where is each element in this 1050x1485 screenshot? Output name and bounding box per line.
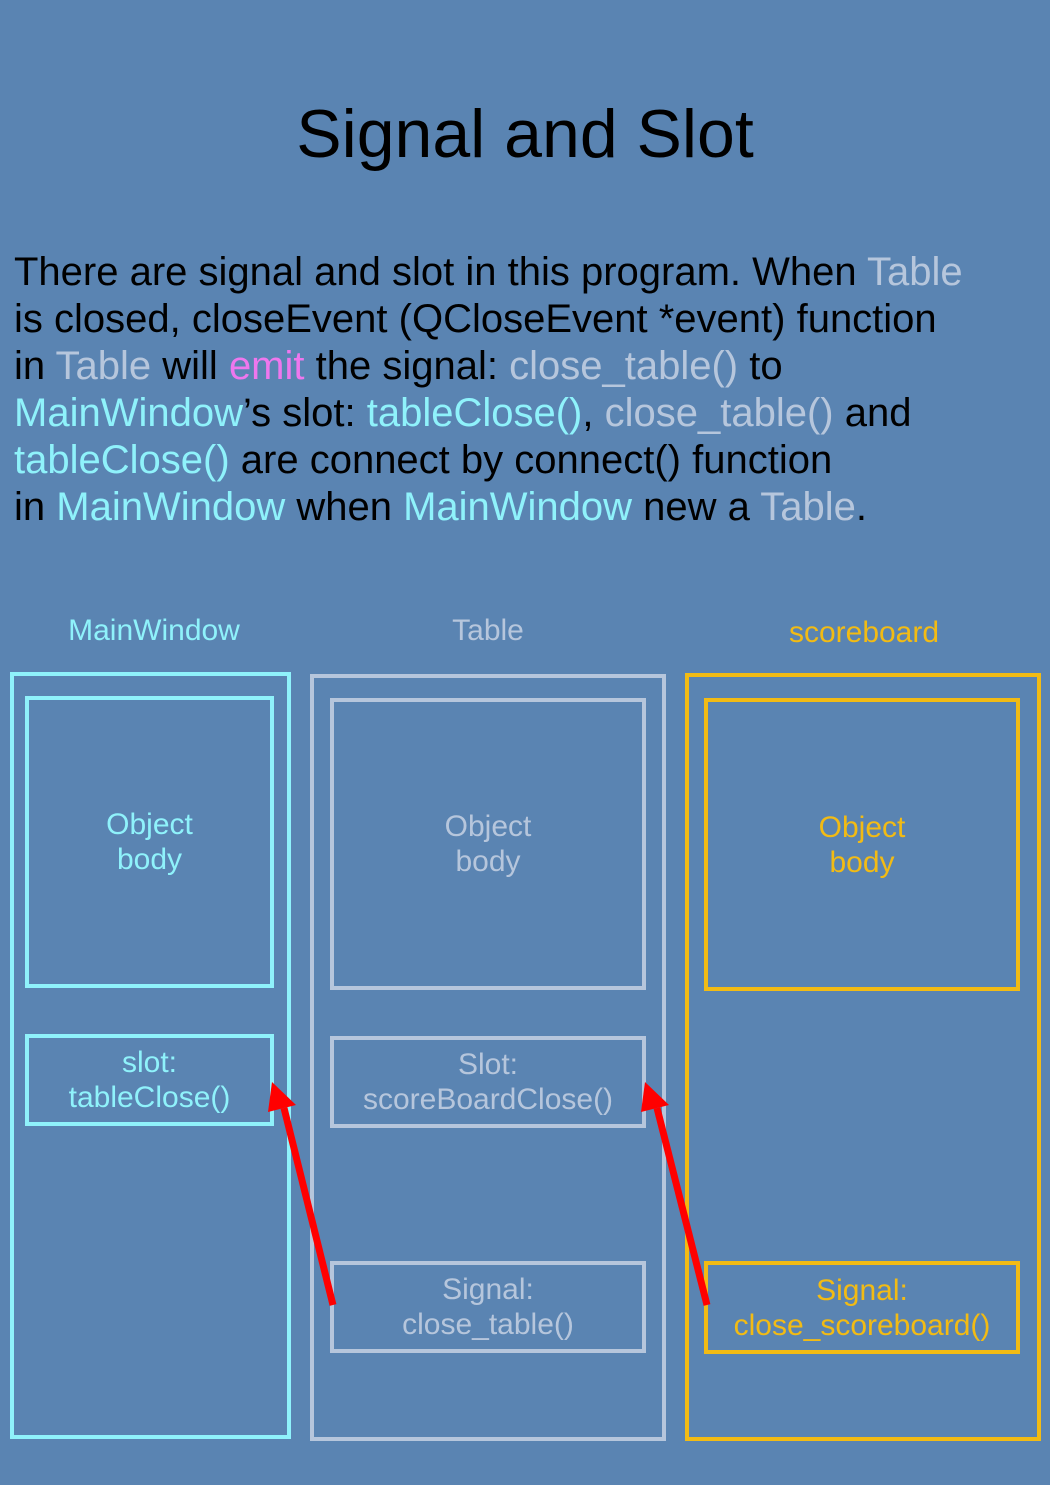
desc-text: .: [855, 485, 868, 529]
desc-mainwindow-ref: MainWindow: [403, 485, 633, 529]
desc-table-ref: Table: [867, 250, 963, 294]
table-signal: Signal: close_table(): [330, 1261, 646, 1353]
mainwindow-slot: slot: tableClose(): [25, 1034, 274, 1126]
desc-text: in: [14, 344, 56, 388]
table-label: Table: [452, 614, 524, 647]
table-body-text: Object body: [444, 810, 532, 878]
arrow-table-to-mainwindow: [280, 1107, 337, 1306]
desc-mainwindow-ref: MainWindow: [56, 485, 286, 529]
table-signal-text: Signal: close_table(): [402, 1273, 574, 1341]
desc-signal-ref: close_table(): [604, 391, 834, 435]
desc-text: ’s slot:: [242, 391, 367, 435]
mainwindow-label: MainWindow: [68, 614, 240, 647]
desc-slot-ref: tableClose(): [14, 438, 230, 482]
table-slot: Slot: scoreBoardClose(): [330, 1036, 646, 1128]
scoreboard-object: [685, 673, 1041, 1441]
mainwindow-slot-text: slot: tableClose(): [68, 1046, 231, 1114]
arrow-head-table-slot: [641, 1082, 669, 1112]
description: There are signal and slot in this progra…: [14, 249, 1039, 531]
mainwindow-object: [10, 672, 291, 1439]
arrow-scoreboard-to-table: [653, 1107, 711, 1306]
desc-mainwindow-ref: MainWindow: [14, 391, 243, 435]
desc-text: ,: [582, 391, 605, 435]
desc-table-ref: Table: [760, 485, 856, 529]
desc-text: new a: [632, 485, 761, 529]
desc-text: There are signal and slot in this progra…: [14, 250, 868, 294]
table-slot-text: Slot: scoreBoardClose(): [362, 1048, 614, 1116]
desc-text: will: [151, 344, 229, 388]
arrow-head-mainwindow-slot: [268, 1082, 296, 1112]
table-body: Object body: [330, 698, 646, 990]
scoreboard-label: scoreboard: [788, 616, 940, 649]
desc-table-ref: Table: [55, 344, 152, 388]
scoreboard-signal: Signal: close_scoreboard(): [704, 1261, 1020, 1354]
desc-text: in: [14, 485, 57, 529]
mainwindow-body-text: Object body: [106, 808, 193, 876]
scoreboard-signal-text: Signal: close_scoreboard(): [733, 1273, 991, 1342]
desc-text: are connect by connect() function: [229, 438, 833, 482]
desc-signal-ref: close_table(): [509, 344, 739, 388]
scoreboard-body-text: Object body: [818, 810, 906, 879]
desc-emit-keyword: emit: [228, 344, 305, 388]
mainwindow-body: Object body: [25, 696, 274, 988]
desc-text: is closed, closeEvent (QCloseEvent *even…: [14, 297, 937, 341]
desc-text: and: [833, 391, 912, 435]
desc-text: to: [738, 344, 783, 388]
desc-text: the signal:: [304, 344, 510, 388]
desc-slot-ref: tableClose(): [366, 391, 583, 435]
page-title: Signal and Slot: [296, 96, 754, 172]
desc-text: when: [285, 485, 404, 529]
scoreboard-body: Object body: [704, 698, 1020, 991]
table-object: [310, 674, 666, 1441]
